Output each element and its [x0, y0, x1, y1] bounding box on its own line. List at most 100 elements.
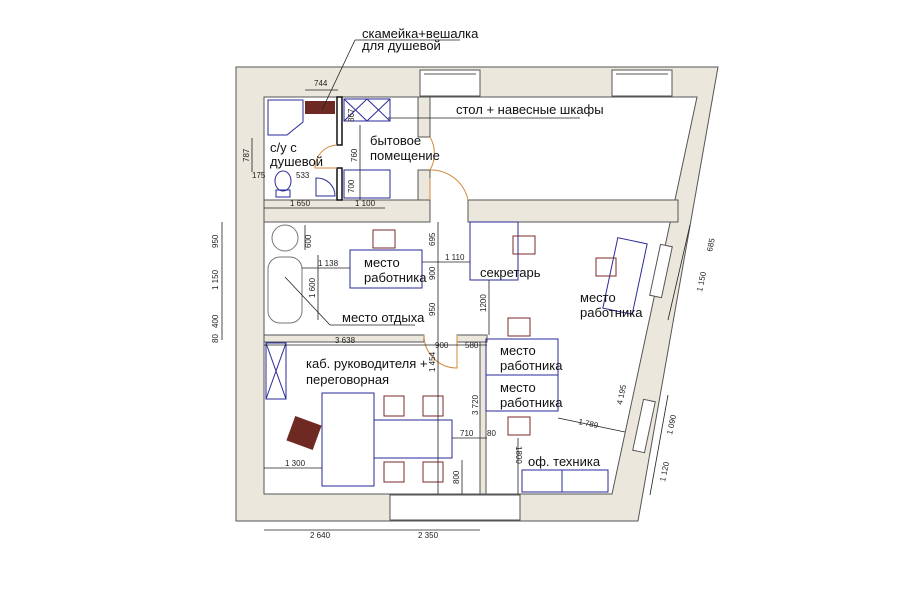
dim: 80	[487, 429, 496, 438]
dim: 3 638	[335, 336, 356, 345]
dim: 760	[350, 148, 359, 162]
outer-wall	[235, 66, 719, 522]
desk-secretary	[469, 221, 519, 281]
dim: 1 600	[308, 277, 317, 298]
bench-label-2: для душевой	[362, 38, 441, 53]
dim: 1 150	[211, 269, 220, 290]
dim: 900	[435, 341, 449, 350]
cabinet-cross	[343, 98, 391, 122]
chair	[383, 395, 405, 417]
worker-c-label-2: работника	[500, 358, 563, 373]
window-right-2	[632, 398, 656, 454]
desk-worker-d	[485, 374, 559, 412]
dim: 950	[428, 302, 437, 316]
round-table	[271, 224, 299, 252]
office-chair	[372, 229, 396, 249]
dim: 2 350	[418, 531, 439, 540]
dim: 1 120	[658, 460, 671, 482]
kitchen-sink	[343, 169, 391, 199]
bench-hanger	[305, 101, 335, 114]
kitchen-unit-label: стол + навесные шкафы	[456, 102, 604, 117]
toilet-tank	[275, 189, 291, 198]
office-chair	[595, 257, 617, 277]
dim: 1800	[514, 446, 523, 464]
sofa	[267, 256, 303, 324]
dim: 600	[304, 234, 313, 248]
dim: 400	[211, 314, 220, 328]
dim: 710	[460, 429, 474, 438]
utility-room-label-2: помещение	[370, 148, 440, 163]
worker-d-label-2: работника	[500, 395, 563, 410]
door-corridor	[429, 169, 469, 201]
office-chair	[507, 317, 531, 337]
toilet	[274, 170, 292, 192]
window-bottom	[389, 494, 521, 521]
shower-cabin	[267, 99, 304, 136]
dim: 2 640	[310, 531, 331, 540]
dim: 1 138	[318, 259, 339, 268]
chair	[422, 395, 444, 417]
dimension-labels: 744 867 787 760 175 533 700 1 650 1 100 …	[211, 79, 717, 540]
dim: 1 300	[285, 459, 306, 468]
window-top-2	[611, 69, 673, 97]
wall-utility-right2	[417, 169, 431, 201]
meeting-table-ext	[373, 419, 453, 459]
dim: 80	[211, 334, 220, 343]
director-office-label-2: переговорная	[306, 372, 389, 387]
worker-d-label: место	[500, 380, 536, 395]
dim: 1 100	[355, 199, 376, 208]
door-bath	[314, 144, 338, 169]
office-chair	[512, 235, 536, 255]
utility-room-label: бытовое	[370, 133, 421, 148]
dimension-lines	[221, 89, 691, 531]
dim: 744	[314, 79, 328, 88]
wall-upper-left	[263, 199, 431, 223]
dim: 685	[705, 237, 717, 252]
dim: 3 720	[471, 394, 480, 415]
director-office-label: каб. руководителя +	[306, 356, 428, 371]
dim: 1 789	[578, 417, 600, 430]
window-top-1	[419, 69, 481, 97]
dim: 867	[347, 108, 356, 122]
wall-utility-right	[417, 96, 431, 138]
secretary-label: секретарь	[480, 265, 541, 280]
dim: 950	[211, 234, 220, 248]
door-director	[423, 334, 458, 369]
bathroom-label-2: душевой	[270, 154, 323, 169]
armchair-director	[286, 415, 322, 451]
worker-c-label: место	[500, 343, 536, 358]
rest-area-label: место отдыха	[342, 310, 425, 325]
office-equipment-label: оф. техника	[528, 454, 601, 469]
dim: 800	[452, 470, 461, 484]
wall-vertical	[479, 341, 487, 495]
desk-worker-a	[349, 249, 423, 289]
dim: 1200	[479, 294, 488, 312]
worker-a-label: место	[364, 255, 400, 270]
office-equipment-cabinet	[521, 469, 609, 493]
sink-corner	[315, 177, 336, 197]
dim: 900	[428, 266, 437, 280]
dim: 787	[242, 148, 251, 162]
dim: 1 650	[290, 199, 311, 208]
bench-label: скамейка+вешалка	[362, 26, 479, 41]
meeting-table	[321, 392, 375, 487]
dim: 695	[428, 232, 437, 246]
dim: 1 090	[665, 413, 678, 435]
leader-lines	[284, 39, 580, 326]
window-right-1	[649, 243, 673, 299]
wall-upper-right	[467, 199, 679, 223]
dim: 1 110	[445, 253, 465, 262]
dim: 700	[347, 179, 356, 193]
desk-worker-b	[602, 237, 648, 315]
chairs	[286, 229, 617, 483]
dim: 580	[465, 341, 479, 350]
dim: 1 150	[695, 270, 708, 292]
office-chair	[507, 416, 531, 436]
dim: 4 195	[615, 383, 628, 405]
dim: 1 454	[428, 351, 437, 372]
chair	[383, 461, 405, 483]
partition-bath	[336, 96, 343, 146]
worker-a-label-2: работника	[364, 270, 427, 285]
wardrobe-cross	[265, 342, 287, 400]
room-labels: скамейка+вешалка для душевой стол + наве…	[270, 26, 643, 469]
